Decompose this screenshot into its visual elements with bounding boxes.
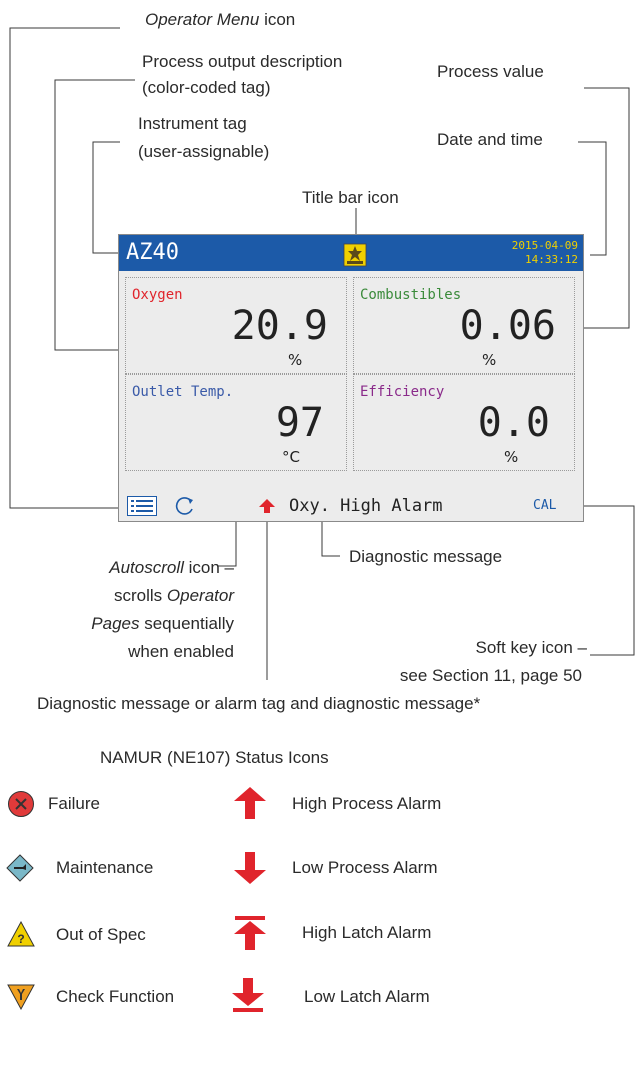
namur-heading: NAMUR (NE107) Status Icons <box>100 748 329 767</box>
annotation-instrument-tag-2: (user-assignable) <box>138 142 270 161</box>
high-latch-alarm-icon <box>234 916 266 950</box>
annotation-diag-or-alarm: Diagnostic message or alarm tag and diag… <box>37 694 481 713</box>
annotation-date-time: Date and time <box>437 130 543 149</box>
namur-label-high-latch-alarm: High Latch Alarm <box>302 923 432 942</box>
cell-label: Outlet Temp. <box>132 384 234 400</box>
svg-text:?: ? <box>17 932 24 946</box>
failure-icon <box>8 791 34 817</box>
cell-label: Efficiency <box>360 384 445 400</box>
annotation-autoscroll-line2: scrolls Operator <box>114 586 234 605</box>
annotation-diagnostic-message: Diagnostic message <box>349 547 503 566</box>
autoscroll-icon[interactable] <box>173 495 197 517</box>
namur-label-check-function: Check Function <box>56 987 175 1006</box>
cell-label: Oxygen <box>132 287 183 303</box>
cell-value: 20.9 <box>231 303 328 349</box>
cell-unit: % <box>504 448 519 466</box>
status-bar: Oxy. High Alarm CAL <box>119 490 583 521</box>
low-process-alarm-icon <box>234 852 266 884</box>
operator-menu-icon[interactable] <box>127 496 157 516</box>
cell-outlet-temp[interactable]: Outlet Temp. 97 °C <box>125 374 347 471</box>
cell-oxygen[interactable]: Oxygen 20.9 % <box>125 277 347 374</box>
time-text: 14:33:12 <box>525 253 578 266</box>
out-of-spec-icon: ? <box>7 921 35 947</box>
high-process-alarm-icon <box>234 787 266 819</box>
title-bar: AZ40 2015-04-09 14:33:12 <box>119 235 583 271</box>
annotation-title-bar-icon: Title bar icon <box>302 188 399 207</box>
instrument-screen: AZ40 2015-04-09 14:33:12 Oxygen 20.9 % C… <box>118 234 584 522</box>
annotation-operator-menu-icon: Operator Menu icon <box>145 10 296 29</box>
date-text: 2015-04-09 <box>511 239 578 252</box>
annotation-process-output-desc-1: Process output description <box>142 52 343 71</box>
diagnostic-message: Oxy. High Alarm <box>289 496 443 516</box>
annotation-autoscroll-line3: Pages sequentially <box>91 614 234 633</box>
annotation-soft-key-2: see Section 11, page 50 <box>399 666 582 685</box>
cell-combustibles[interactable]: Combustibles 0.06 % <box>353 277 575 374</box>
cell-label: Combustibles <box>360 287 462 303</box>
maintenance-icon <box>6 854 34 882</box>
cell-efficiency[interactable]: Efficiency 0.0 % <box>353 374 575 471</box>
low-latch-alarm-icon <box>232 978 264 1012</box>
cell-value: 0.06 <box>459 303 556 349</box>
cell-value: 0.0 <box>477 400 550 446</box>
check-function-icon <box>7 984 35 1010</box>
namur-label-high-process-alarm: High Process Alarm <box>292 794 442 813</box>
namur-label-failure: Failure <box>48 794 100 813</box>
namur-label-out-of-spec: Out of Spec <box>56 925 146 944</box>
annotation-process-output-desc-2: (color-coded tag) <box>142 78 271 97</box>
annotation-autoscroll-line4: when enabled <box>128 642 234 661</box>
namur-label-low-latch-alarm: Low Latch Alarm <box>304 987 430 1006</box>
cell-unit: % <box>288 351 303 369</box>
cell-value: 97 <box>275 400 324 446</box>
namur-label-low-process-alarm: Low Process Alarm <box>292 858 438 877</box>
cell-unit: °C <box>282 448 300 466</box>
instrument-tag: AZ40 <box>126 240 179 265</box>
annotation-instrument-tag-1: Instrument tag <box>138 114 247 133</box>
annotation-autoscroll-line1: Autoscroll icon – <box>109 558 234 577</box>
annotation-soft-key-1: Soft key icon – <box>475 638 587 657</box>
soft-key-icon[interactable]: CAL <box>533 498 557 513</box>
title-bar-icon[interactable] <box>343 243 367 267</box>
high-process-alarm-icon <box>259 499 275 513</box>
cell-unit: % <box>482 351 497 369</box>
namur-label-maintenance: Maintenance <box>56 858 154 877</box>
annotation-process-value: Process value <box>437 62 544 81</box>
